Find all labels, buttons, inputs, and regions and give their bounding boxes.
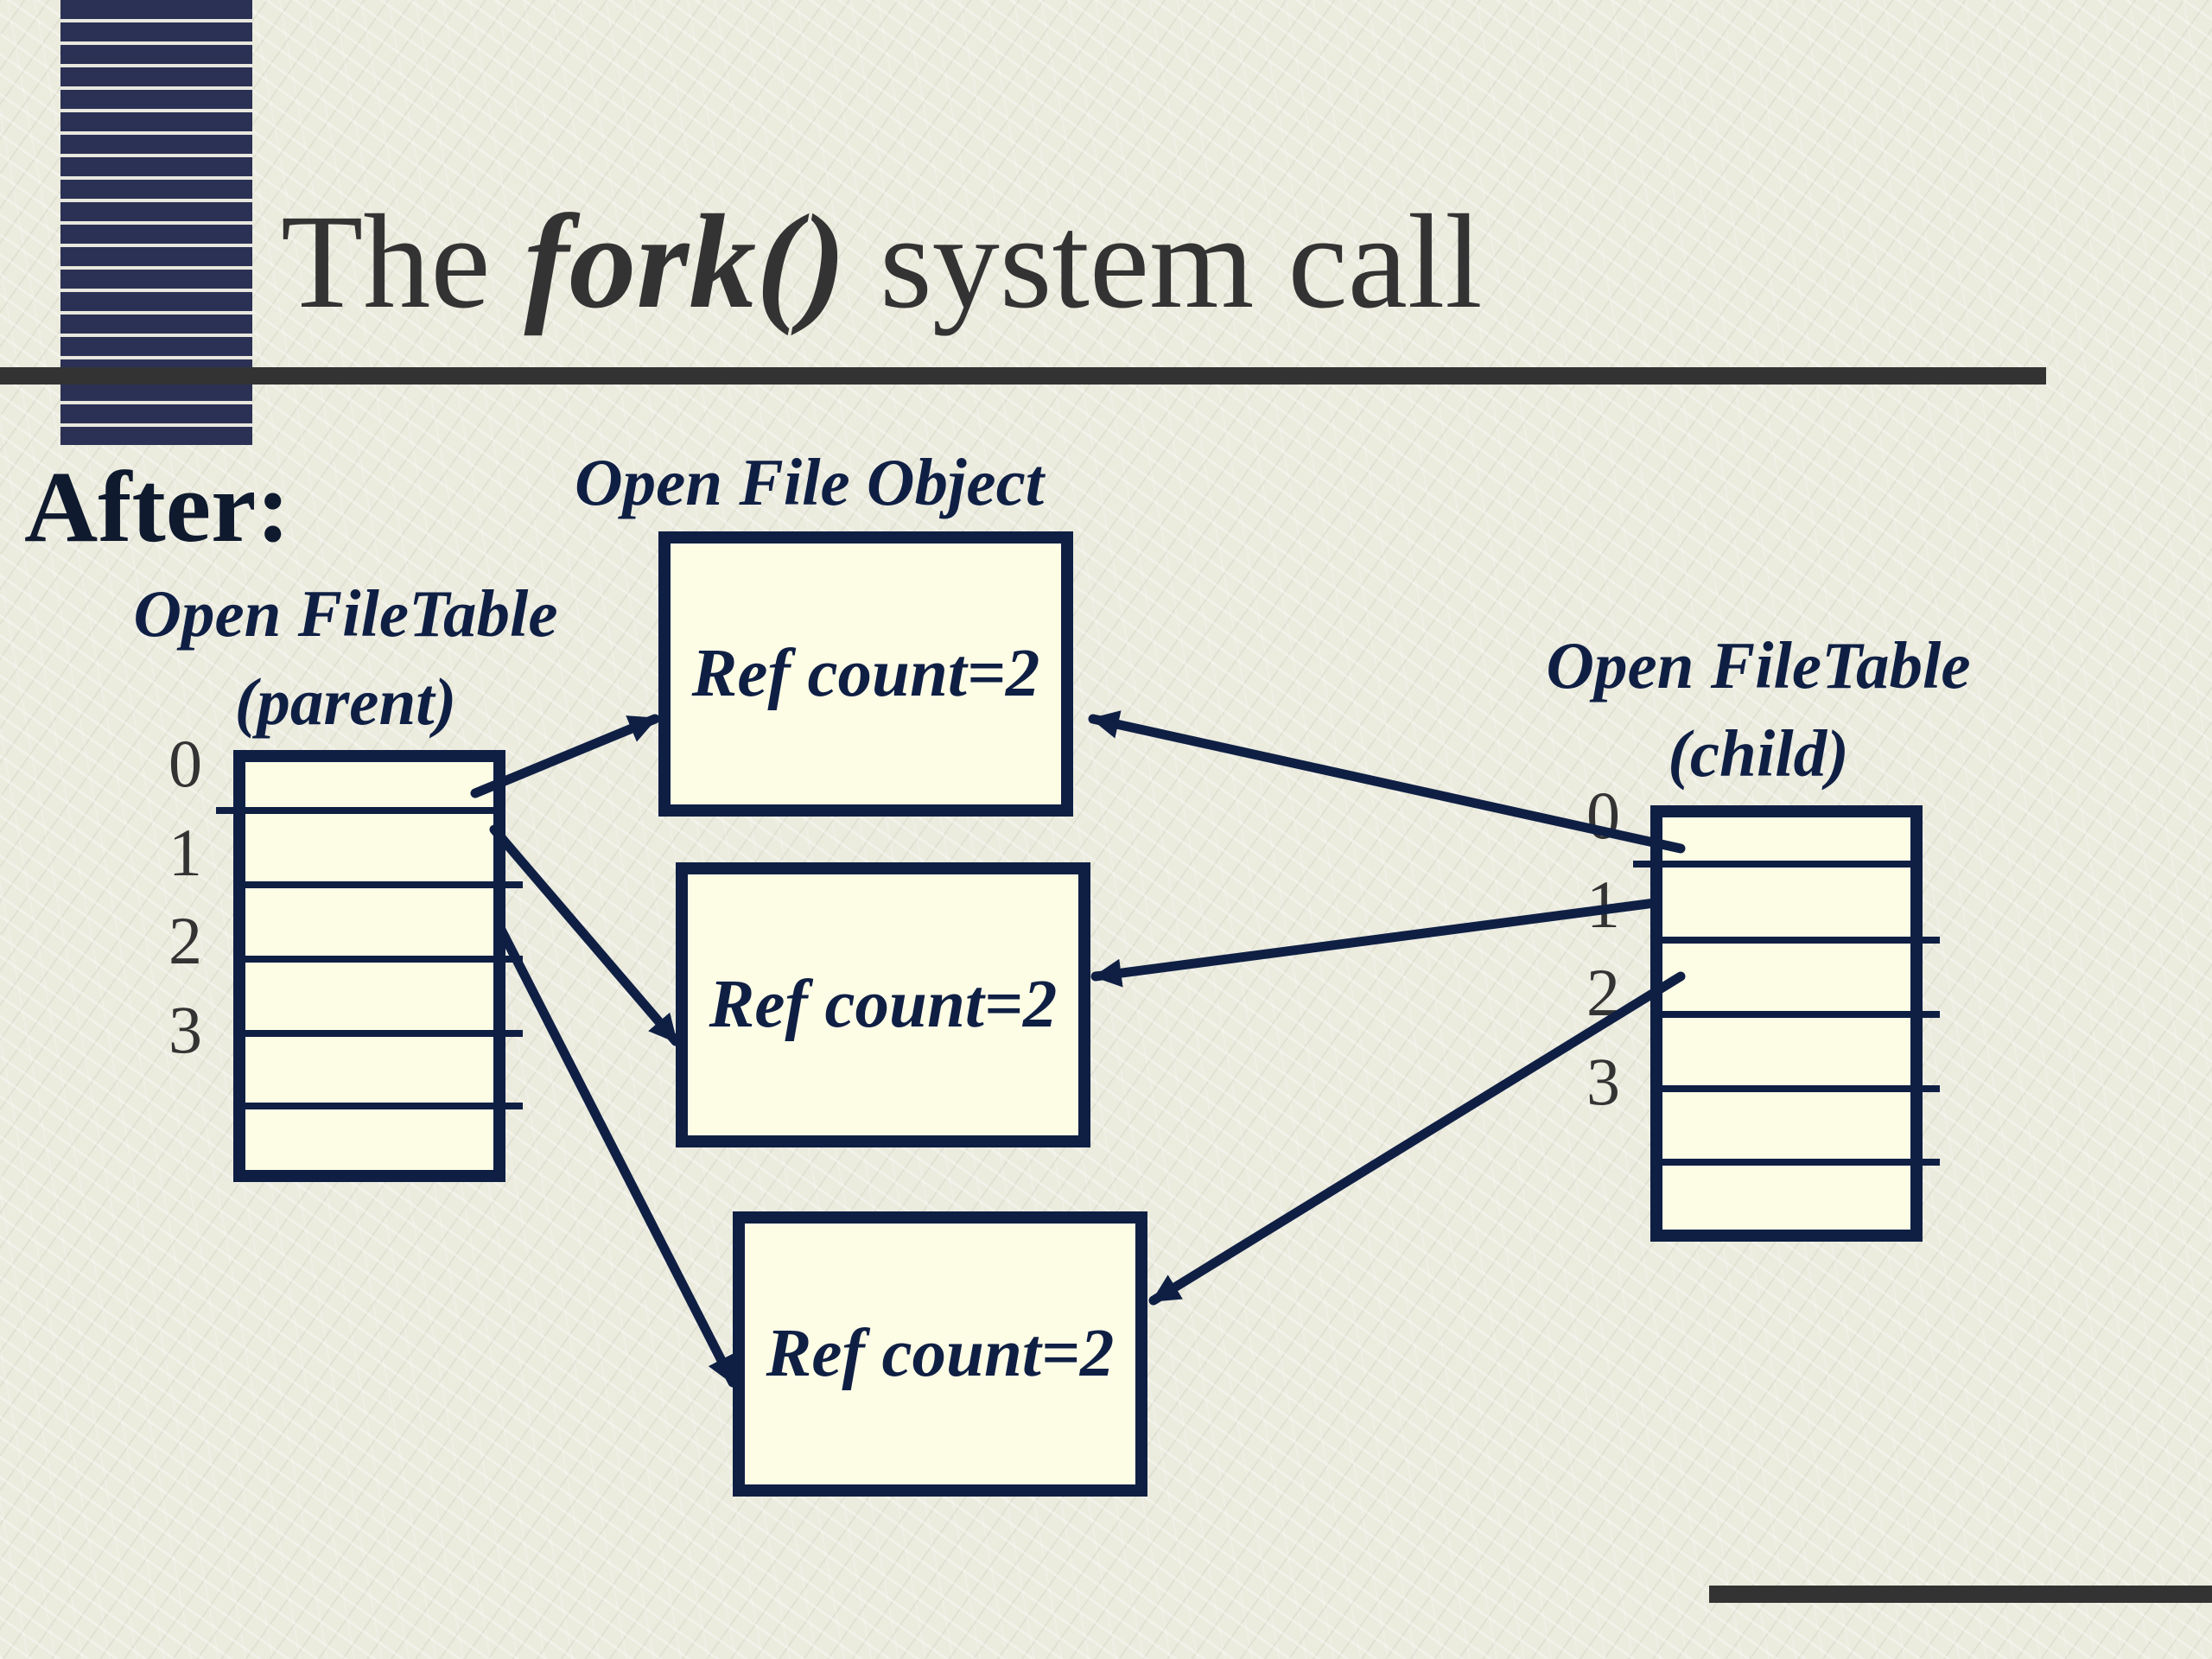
ref-count-label: Ref count=2 [766, 1316, 1115, 1391]
child-table-title: Open FileTable [1546, 628, 1971, 702]
child-fd2-arrow [1148, 971, 1686, 1306]
after-label: After: [24, 450, 290, 563]
child-index-3: 3 [1586, 1044, 1620, 1119]
child-table-subtitle: (child) [1668, 715, 1849, 791]
parent-index-1: 1 [168, 815, 202, 890]
open-file-object-label: Open File Object [575, 445, 1045, 519]
descriptor-arrows [470, 710, 1686, 1388]
slide-title: The fork() system call [281, 194, 1483, 329]
parent-file-table [233, 750, 505, 1182]
parent-table-subtitle: (parent) [234, 664, 457, 739]
open-file-object-2: Ref count=2 [676, 862, 1090, 1147]
child-fd0-arrow [1088, 710, 1686, 854]
parent-index-3: 3 [168, 992, 202, 1067]
child-table-rows [1633, 861, 1940, 1166]
title-prefix: The [281, 187, 491, 336]
parent-table-title: Open FileTable [133, 576, 558, 651]
parent-index-0: 0 [168, 726, 202, 801]
parent-table-rows [216, 807, 523, 1109]
child-table-heading: Open FileTable (child) [1516, 622, 2000, 798]
parent-table-heading: Open FileTable (parent) [86, 570, 605, 746]
child-fd1-arrow [1090, 898, 1660, 988]
footer-divider [1709, 1586, 2212, 1603]
child-file-table [1650, 805, 1923, 1242]
parent-fd0-arrow [470, 714, 660, 798]
ref-count-label: Ref count=2 [691, 636, 1040, 711]
parent-fd2-arrow [494, 921, 738, 1388]
open-file-object-1: Ref count=2 [658, 531, 1073, 817]
title-function: fork() [524, 187, 847, 336]
open-file-object-3: Ref count=2 [733, 1211, 1147, 1497]
ref-count-label: Ref count=2 [709, 967, 1058, 1042]
title-divider [0, 367, 2046, 385]
title-suffix: system call [880, 187, 1483, 336]
parent-fd1-arrow [489, 824, 681, 1046]
parent-index-2: 2 [168, 903, 202, 978]
